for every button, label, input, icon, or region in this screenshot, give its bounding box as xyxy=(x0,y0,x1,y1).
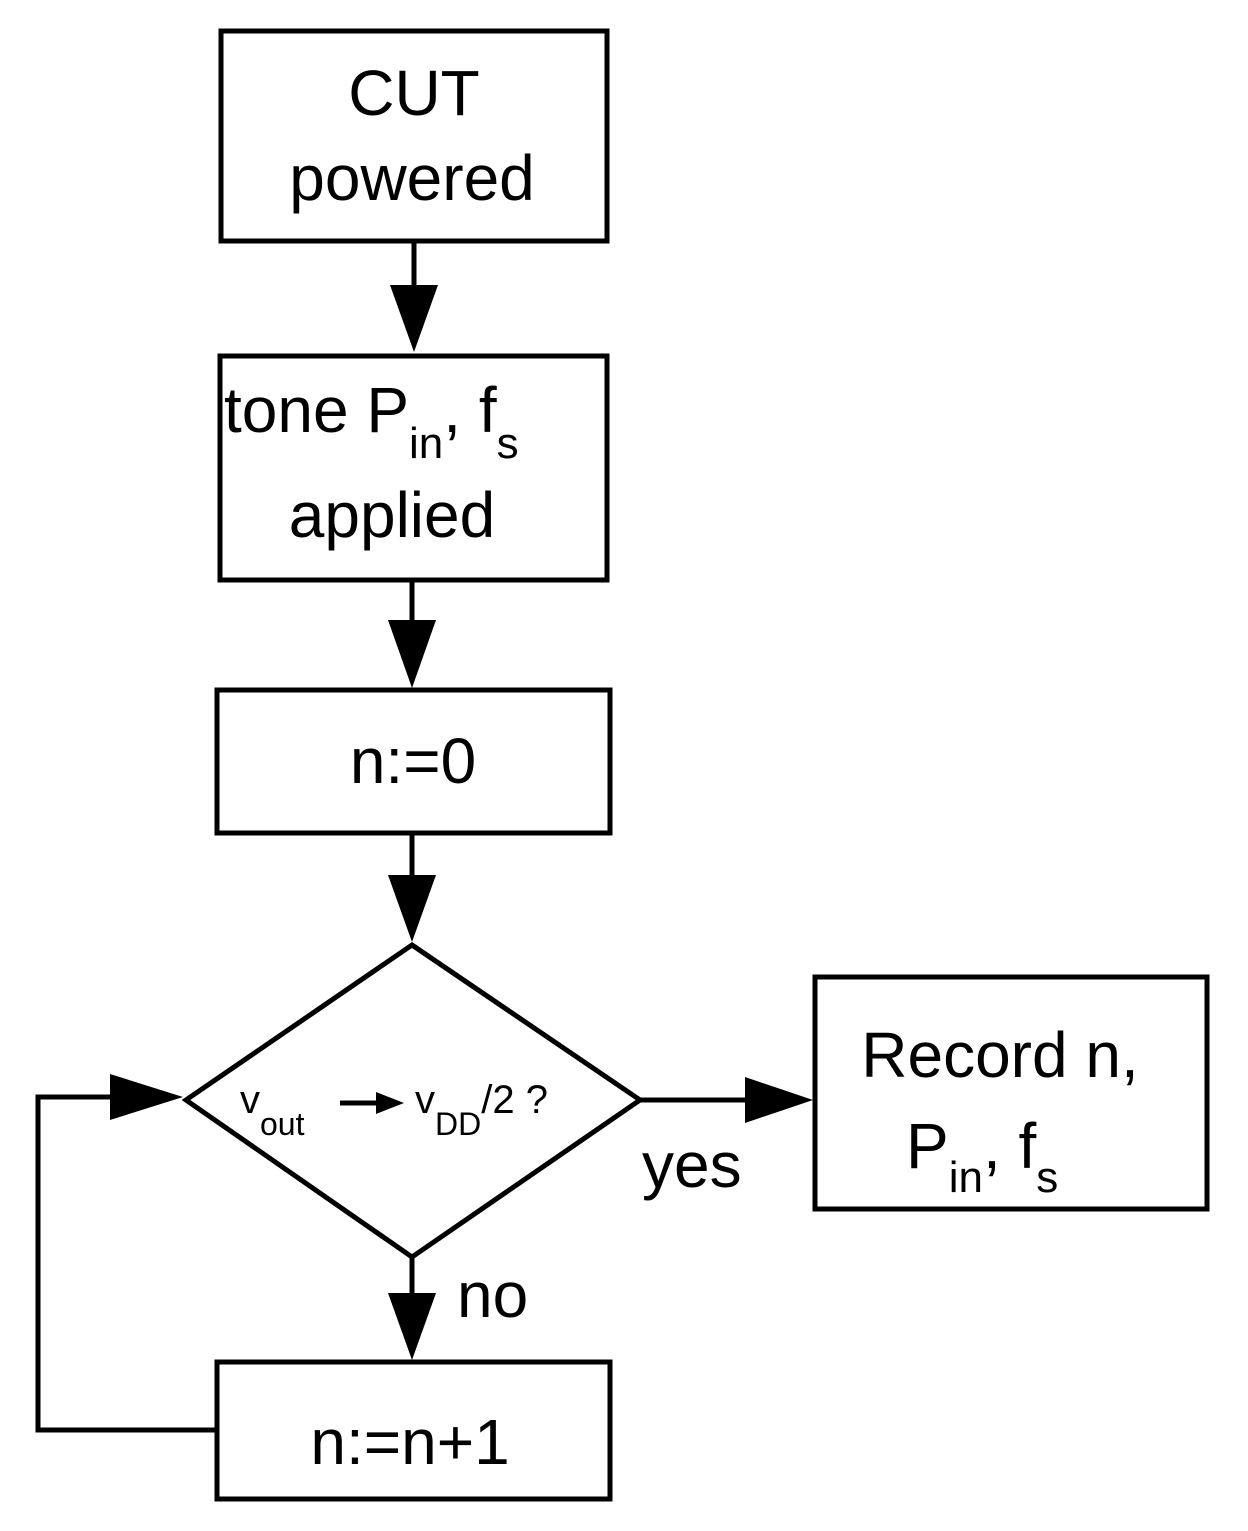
record-p: P xyxy=(906,1110,949,1182)
connector-tone-to-init xyxy=(388,580,436,688)
no-label: no xyxy=(457,1259,528,1331)
decision-diamond: vout vDD/2 ? xyxy=(181,941,645,1261)
tone-sub-in: in xyxy=(409,419,443,468)
tone-applied-box: tone Pin, fs applied xyxy=(217,353,610,583)
arrowhead-down-2 xyxy=(388,620,436,688)
cut-powered-line2: powered xyxy=(289,142,535,214)
record-line1: Record n, xyxy=(861,1019,1138,1091)
record-line2: Pin, fs xyxy=(906,1110,1058,1202)
decision-v2-sub: DD xyxy=(435,1106,481,1142)
decision-suffix: /2 ? xyxy=(481,1078,548,1122)
decision-v2: v xyxy=(415,1078,435,1122)
connector-yes: yes xyxy=(640,1077,813,1201)
arrowhead-down-no xyxy=(388,1293,436,1360)
increment-text: n:=n+1 xyxy=(310,1406,509,1478)
tone-prefix: tone P xyxy=(224,374,409,446)
connector-cut-to-tone xyxy=(390,241,438,352)
arrowhead-right-yes xyxy=(745,1077,813,1123)
cut-powered-box: CUT powered xyxy=(218,28,610,244)
yes-label: yes xyxy=(642,1129,742,1201)
decision-inner-arrowhead xyxy=(376,1092,404,1114)
tone-applied-line2: applied xyxy=(289,479,495,551)
tone-applied-line1: tone Pin, fs xyxy=(224,374,519,468)
decision-text-right: vDD/2 ? xyxy=(415,1078,548,1142)
arrowhead-down-1 xyxy=(390,285,438,352)
increment-box: n:=n+1 xyxy=(214,1359,613,1502)
arrowhead-right-loop xyxy=(110,1074,183,1120)
record-sub-in: in xyxy=(949,1153,983,1202)
init-box: n:=0 xyxy=(214,687,613,836)
decision-text-left: vout xyxy=(240,1078,305,1142)
record-box: Record n, Pin, fs xyxy=(812,974,1210,1212)
connector-init-to-decision xyxy=(388,833,436,942)
connector-no: no xyxy=(388,1257,528,1360)
arrowhead-down-3 xyxy=(388,875,436,942)
connector-loop-back xyxy=(35,1074,217,1433)
tone-sub-s: s xyxy=(497,419,519,468)
init-text: n:=0 xyxy=(350,725,476,797)
cut-powered-line1: CUT xyxy=(348,57,480,129)
tone-mid: , f xyxy=(443,374,497,446)
record-mid: , f xyxy=(983,1110,1037,1182)
decision-v1-sub: out xyxy=(260,1106,305,1142)
decision-v1: v xyxy=(240,1078,260,1122)
record-sub-s: s xyxy=(1036,1153,1058,1202)
